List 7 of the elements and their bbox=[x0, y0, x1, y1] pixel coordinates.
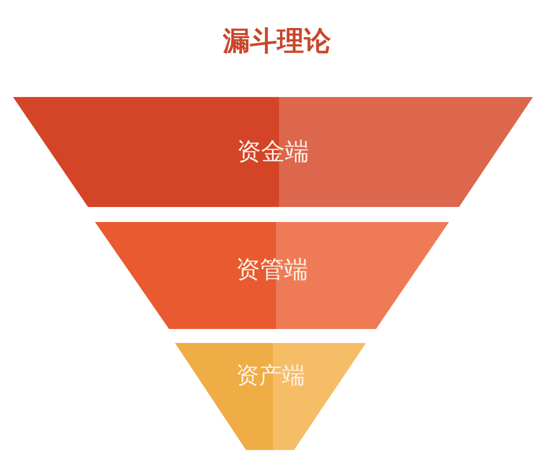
diagram-title: 漏斗理论 bbox=[223, 25, 331, 59]
funnel-tier bbox=[175, 343, 366, 450]
tier-label: 资管端 bbox=[236, 256, 308, 284]
funnel-tier bbox=[13, 97, 533, 207]
funnel-tier bbox=[95, 222, 449, 329]
tier-label: 资金端 bbox=[237, 138, 309, 166]
tier-label: 资产端 bbox=[236, 363, 305, 391]
